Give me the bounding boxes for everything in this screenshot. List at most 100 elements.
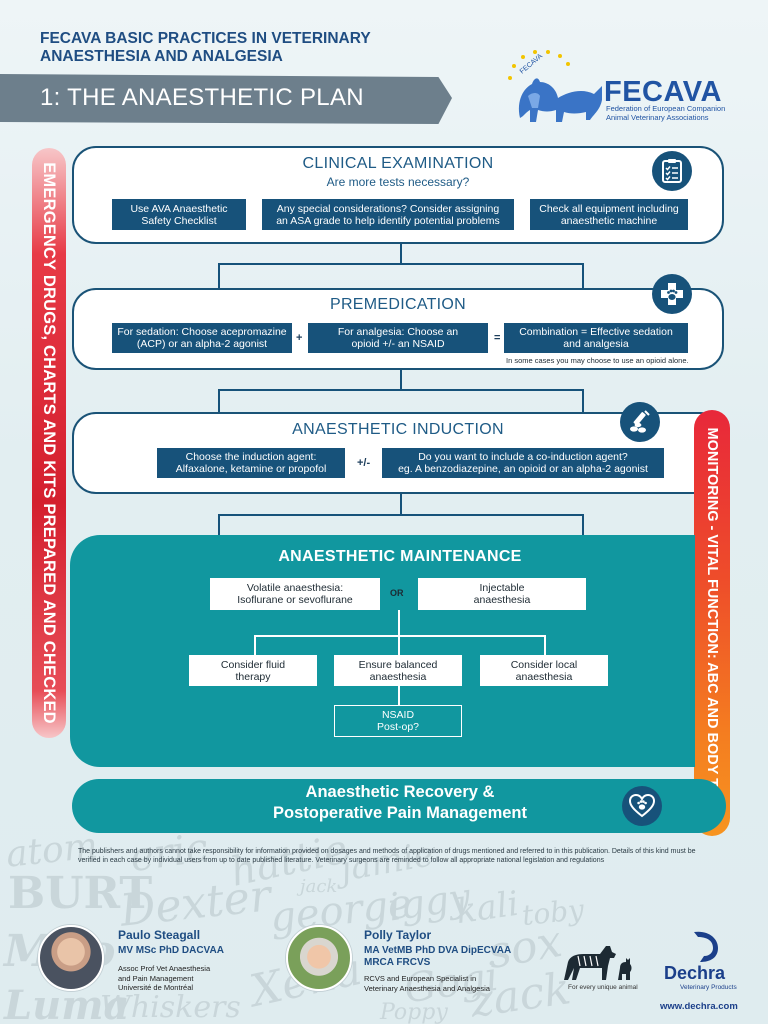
affiliation-line: Veterinary Anaesthesia and Analgesia [364, 983, 490, 993]
connector [398, 686, 400, 706]
connector [218, 389, 220, 413]
box-line: Isoflurane or sevoflurane [237, 594, 353, 606]
fecava-logo-subtitle: Federation of European Companion Animal … [606, 104, 746, 122]
poster-title: FECAVA BASIC PRACTICES IN VETERINARY ANA… [40, 30, 460, 66]
watermark-name: Whiskers [100, 990, 241, 1024]
poster-title-line: ANAESTHESIA AND ANALGESIA [40, 48, 283, 65]
dog-cat-icon [564, 946, 632, 980]
dog-cat-icon [560, 940, 636, 989]
plus-minus-operator: +/- [357, 457, 371, 469]
local-anaesthesia-box: Consider local anaesthesia [480, 655, 608, 686]
box-line: therapy [235, 670, 271, 683]
monitoring-label: MONITORING - VITAL FUNCTION: ABC AND BOD… [704, 427, 720, 819]
plan-title: 1: THE ANAESTHETIC PLAN [40, 84, 364, 111]
premedication-title: PREMEDICATION [329, 296, 467, 313]
equals-operator: = [494, 332, 501, 344]
author-affiliation: Assoc Prof Vet Anaesthesia and Pain Mana… [118, 964, 210, 993]
fecava-logo: FECAVA [498, 48, 748, 130]
special-considerations-box: Any special considerations? Consider ass… [262, 199, 514, 230]
connector [398, 635, 400, 655]
paw-cross-icon [661, 283, 683, 305]
emergency-bar [32, 148, 66, 738]
connector [400, 370, 402, 390]
sedation-box: For sedation: Choose acepromazine (ACP) … [112, 323, 292, 353]
box-line: and analgesia [563, 338, 629, 350]
logo-subtitle-line: Federation of European Companion [606, 104, 726, 113]
connector [544, 635, 546, 655]
dechra-url: www.dechra.com [660, 1001, 738, 1012]
monitoring-bar-label: MONITORING - VITAL FUNCTION: ABC AND BOD… [697, 413, 727, 833]
connector [218, 263, 220, 289]
affiliation-line: Université de Montréal [118, 983, 194, 992]
plus-operator: + [296, 332, 303, 344]
box-line: opioid +/- an NSAID [351, 338, 445, 350]
connector [254, 635, 546, 637]
recovery-title-line: Postoperative Pain Management [273, 804, 527, 822]
recovery-banner [72, 779, 726, 833]
plan-banner [0, 74, 452, 124]
checklist-box: Use AVA Anaesthetic Safety Checklist [112, 199, 246, 230]
box-line: Check all equipment including [539, 202, 679, 215]
sponsor-tagline: For every unique animal [568, 984, 638, 991]
clinical-examination-title: CLINICAL EXAMINATION [302, 155, 494, 172]
box-line: Volatile anaesthesia: [246, 582, 344, 594]
connector [400, 493, 402, 515]
heart-paw-icon [629, 794, 655, 818]
dechra-name: Dechra [664, 963, 726, 983]
induction-title: ANAESTHETIC INDUCTION [292, 421, 504, 438]
injectable-anaesthesia-box: Injectable anaesthesia [418, 578, 586, 610]
author-degrees: MA VetMB PhD DVA DipECVAA MRCA FRCVS [364, 945, 511, 969]
connector [218, 389, 584, 391]
or-separator: OR [390, 588, 404, 598]
author-name: Polly Taylor [364, 928, 432, 942]
opioid-note: In some cases you may choose to use an o… [506, 356, 689, 365]
affiliation-line: RCVS and European Specialist in [364, 974, 477, 983]
box-line: Consider fluid [220, 658, 286, 671]
nsaid-postop-box: NSAID Post-op? [334, 705, 462, 737]
dechra-subtitle: Veterinary Products [680, 984, 737, 991]
analgesia-box: For analgesia: Choose an opioid +/- an N… [308, 323, 488, 353]
maintenance-panel [70, 535, 695, 767]
box-line: an ASA grade to help identify potential … [276, 214, 500, 227]
co-induction-box: Do you want to include a co-induction ag… [382, 448, 664, 478]
dechra-logo-icon [694, 931, 718, 962]
syringe-pills-icon [620, 402, 660, 442]
box-line: anaesthesia [515, 670, 573, 683]
box-line: anaesthesia [369, 670, 427, 683]
connector [254, 635, 256, 655]
connector [218, 514, 584, 516]
box-line: Use AVA Anaesthetic [130, 202, 228, 215]
author-affiliation: RCVS and European Specialist in Veterina… [364, 974, 490, 993]
box-line: (ACP) or an alpha-2 agonist [136, 338, 268, 350]
recovery-title: Anaesthetic Recovery & Postoperative Pai… [200, 782, 600, 824]
box-line: Do you want to include a co-induction ag… [418, 451, 628, 463]
box-line: anaesthesia [473, 594, 531, 606]
affiliation-line: and Pain Management [118, 973, 194, 983]
monitoring-bar [694, 410, 730, 836]
heart-paw-icon [622, 786, 662, 826]
connector [218, 263, 584, 265]
watermark-name: jack [300, 876, 338, 897]
box-line: Consider local [510, 658, 578, 671]
fecava-logo-name: FECAVA [604, 76, 722, 108]
degrees-line: MA VetMB PhD DVA DipECVAA [364, 945, 512, 956]
volatile-anaesthesia-box: Volatile anaesthesia: Isoflurane or sevo… [210, 578, 380, 610]
clinical-examination-subtitle: Are more tests necessary? [326, 175, 470, 189]
box-line: Alfaxalone, ketamine or propofol [175, 463, 327, 475]
equipment-check-box: Check all equipment including anaestheti… [530, 199, 688, 230]
box-line: NSAID [381, 709, 415, 721]
connector [582, 389, 584, 413]
watermark-name: BURT [8, 868, 153, 919]
watermark-name: Poppy [380, 1000, 448, 1024]
avatar [286, 925, 352, 991]
box-line: For analgesia: Choose an [337, 326, 459, 338]
box-line: eg. A benzodiazepine, an opioid or an al… [398, 463, 648, 475]
box-line: For sedation: Choose acepromazine [117, 326, 287, 338]
author-degrees: MV MSc PhD DACVAA [118, 945, 224, 956]
induction-agent-box: Choose the induction agent: Alfaxalone, … [157, 448, 345, 478]
logo-subtitle-line: Animal Veterinary Associations [606, 112, 709, 122]
box-line: Post-op? [376, 721, 420, 733]
maintenance-title: ANAESTHETIC MAINTENANCE [278, 548, 522, 565]
emergency-bar-label: EMERGENCY DRUGS, CHARTS AND KITS PREPARE… [40, 162, 58, 724]
connector [582, 263, 584, 289]
